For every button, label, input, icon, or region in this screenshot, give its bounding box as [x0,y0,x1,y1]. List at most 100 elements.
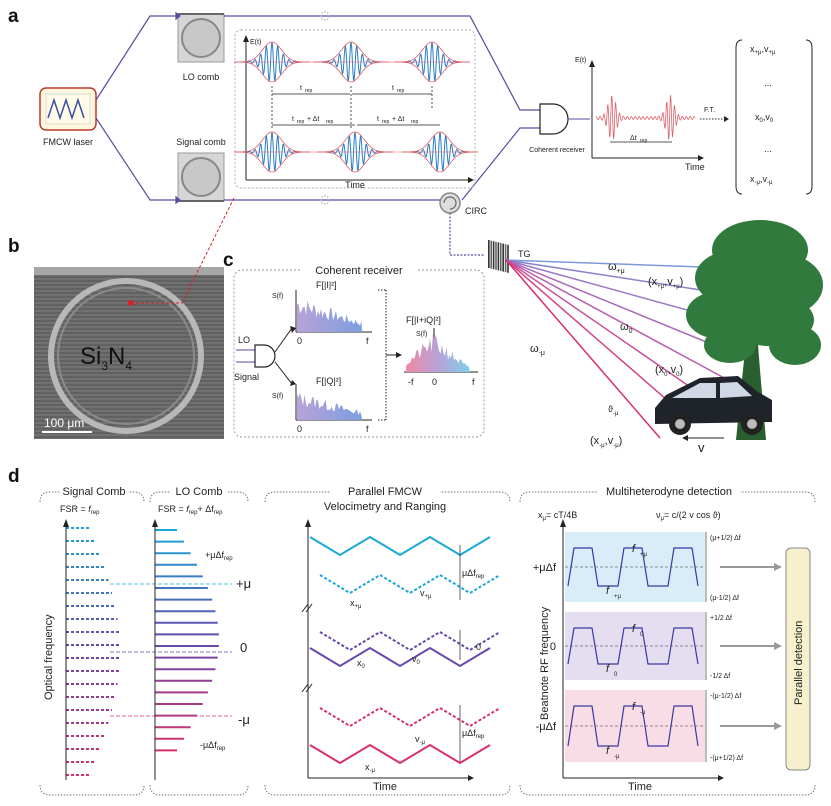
pulse-0 [243,41,301,82]
vec-mid: x0,v0 [755,112,774,124]
mh-fu-sub-1: 0 [640,632,644,638]
vec-bot: x-μ,v-μ [750,174,773,186]
pulse-2 [411,131,469,172]
spectrum-i-label: F[|I|²] [316,280,337,290]
envelope-upper-2 [394,41,470,63]
svg-text:f: f [366,424,369,434]
transmission-grating: TG [488,240,531,273]
mu-plus-label: +μ [236,576,251,591]
optical-frequency-label: Optical frequency [43,614,55,700]
panel-label-c: c [223,250,234,271]
mh-x-arrow [718,775,724,781]
lo-input-label: LO [238,335,250,345]
tg-slat-6 [502,243,504,272]
beam-7 [505,259,661,439]
trep-label-1: t [300,85,302,92]
material-label: Si3N4 [80,343,132,373]
fmcw-laser: FMCW laser [39,87,97,147]
xv-vector: x+μ,v+μ ... x0,v0 ... x-μ,v-μ [735,39,813,195]
mh-band-bot-2: -(μ+1/2) Δf [710,755,743,762]
svg-text:ω+μ: ω+μ [608,261,625,275]
pulse-train-box: E(t) Time t rep t rep t rep + Δt rep t r… [234,29,478,190]
mh-fd-1: f [606,663,610,675]
mh-fu-2: f [632,701,636,713]
lo-comb-heading: LO Comb [175,486,222,498]
fmcw-v-minus: v-μ [415,734,425,746]
mh-out-head-0 [774,563,782,571]
fmcw-x-minus: x-μ [365,762,375,774]
circulator: CIRC [439,192,487,256]
pulse-0 [243,131,301,172]
fmcw-x-arrow [468,775,474,781]
svg-text:+ Δt: + Δt [392,116,404,123]
svg-text:...: ... [764,144,772,154]
velocity-label: v [698,440,705,455]
panel-label-d: d [8,466,20,487]
ft-label: F.T. [704,107,715,114]
envelope-lower-0 [234,61,310,83]
fmcw-v-plus: v+μ [420,588,432,600]
spectrum-iq-label: F[|I+iQ|²] [406,315,441,325]
fmcw-mu-df-bot: μΔfrep [462,728,485,740]
spectrum-iq: S(f) -f 0 f F[|I+iQ|²] [404,315,478,387]
beam-4 [505,259,729,381]
fmcw-v-zero: v0 [412,654,421,666]
beam-labels: ω+μ (x+μ,v+μ) ω0 ω-μ (x0,v0) ϑ0 ϑ-μ (x-μ… [530,261,724,455]
pulse-time-axis: Time [345,180,365,190]
coherent-receiver-box: Coherent receiver LO Signal S(f) 0 f F[|… [233,263,485,438]
tg-slat-0 [488,240,490,268]
panel-label-a: a [8,6,19,27]
receiver-label: Coherent receiver [529,147,585,154]
envelope-lower-1 [317,151,393,173]
svg-text:rep: rep [411,119,418,125]
envelope-lower-1 [313,61,389,83]
mh-left-label-0: +μΔf [533,562,557,574]
svg-text:(x-μ,v-μ): (x-μ,v-μ) [590,435,622,449]
mh-trace-2 [567,705,699,747]
svg-text:0: 0 [297,336,302,346]
svg-text:ω0: ω0 [620,321,633,335]
parallel-fmcw-heading: Parallel FMCW [348,486,423,498]
mh-band-top-1: +1/2 Δf [710,615,732,622]
pulse-1 [326,131,384,172]
svg-text:(x+μ,v+μ): (x+μ,v+μ) [648,276,683,290]
fmcw-lo-plus [309,535,491,557]
spectrum-q: S(f) 0 f F[|Q|²] [272,376,372,434]
car [655,376,772,435]
axis-break-1 [301,683,313,693]
svg-text:f: f [366,336,369,346]
envelope-lower-2 [402,151,478,173]
beam-0 [505,259,731,269]
mh-out-head-1 [774,642,782,650]
svg-text:rep: rep [297,119,304,125]
mh-band-bot-0: (μ-1/2) Δf [710,595,739,602]
microring-image: Si3N4 100 μm [34,195,236,439]
signal-comb-lines [66,527,232,776]
plus-mu-df: +μΔfrep [205,550,233,562]
envelope-upper-0 [234,41,310,63]
zero-label: 0 [240,640,247,655]
mh-fd-sub-2: -μ [614,754,620,760]
fmcw-zero: 0 [476,642,481,652]
mh-trace-0 [567,547,699,587]
beam-5 [505,259,713,403]
mh-left-label-2: -μΔf [536,721,557,733]
fmcw-mu-df-top: μΔfrep [462,568,485,580]
mh-y-arrow [560,519,566,527]
tree [686,220,823,440]
fmcw-time-label: Time [373,781,397,793]
envelope-upper-2 [402,131,478,153]
mh-left-label-1: 0 [550,641,556,653]
tg-slat-4 [497,242,500,271]
svg-text:0: 0 [432,377,437,387]
envelope-lower-0 [234,151,310,173]
mh-out-head-2 [774,722,782,730]
minus-mu-df: -μΔfrep [200,740,226,752]
signal-comb: Signal comb [176,137,226,202]
mh-fd-sub-1: 0 [614,672,618,678]
envelope-lower-2 [394,61,470,83]
svg-text:rep: rep [305,88,312,94]
laser-connections [95,11,181,205]
coherent-receiver: Coherent receiver [529,103,590,154]
